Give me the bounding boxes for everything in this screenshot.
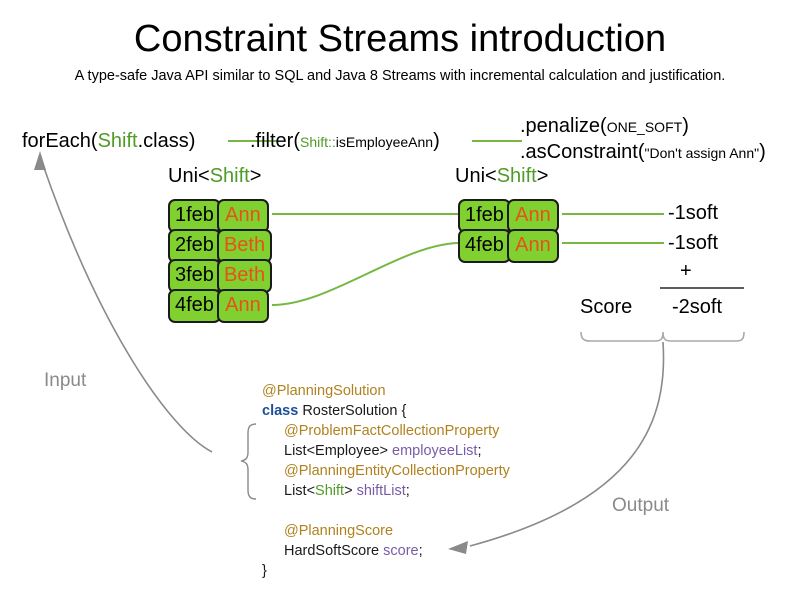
code-line: @ProblemFactCollectionProperty (262, 421, 510, 441)
uni-right-prefix: Uni< (455, 165, 497, 187)
api-foreach-prefix: forEach( (22, 130, 98, 152)
code-token: Shift (315, 483, 345, 499)
api-foreach: forEach(Shift.class) (22, 130, 195, 153)
sum-rule-divider (660, 287, 744, 289)
uni-left-prefix: Uni< (168, 165, 210, 187)
fact-employee-cell: Ann (216, 289, 269, 323)
code-token: List<Employee> (284, 443, 393, 459)
api-filter-type: Shift:: (300, 134, 336, 150)
uni-label-right: Uni<Shift> (455, 165, 548, 188)
fact-employee-cell: Ann (506, 199, 559, 233)
page-subtitle: A type-safe Java API similar to SQL and … (74, 68, 726, 84)
input-label: Input (44, 370, 87, 391)
input-arrow-head (34, 151, 46, 170)
fact-employee-cell: Ann (506, 229, 559, 263)
code-token: @ProblemFactCollectionProperty (284, 423, 500, 439)
penalty-value-2: -1soft (668, 232, 719, 254)
page-title: Constraint Streams introduction (133, 18, 667, 60)
code-line: List<Employee> employeeList; (262, 441, 510, 461)
fact-date-cell: 1feb (458, 199, 511, 233)
code-token: shiftList (356, 483, 406, 499)
code-token: ; (477, 443, 482, 459)
score-brace (580, 331, 745, 342)
code-line: @PlanningScore (262, 521, 510, 541)
code-token: RosterSolution { (298, 403, 407, 419)
fact-date-cell: 2feb (168, 229, 221, 263)
code-line: @PlanningEntityCollectionProperty (262, 461, 510, 481)
api-filter-prefix: .filter( (250, 130, 300, 152)
api-as-constraint: .asConstraint("Don't assign Ann") (520, 141, 766, 164)
code-line: HardSoftScore score; (262, 541, 510, 561)
code-token: > (344, 483, 357, 499)
uni-label-left: Uni<Shift> (168, 165, 261, 188)
api-filter: .filter(Shift::isEmployeeAnn) (250, 130, 440, 153)
fact-connector-4feb (271, 242, 459, 306)
code-line: class RosterSolution { (262, 401, 510, 421)
fact-employee-cell: Ann (216, 199, 269, 233)
api-filter-method: isEmployeeAnn (335, 134, 434, 150)
fact-date-cell: 4feb (458, 229, 511, 263)
uni-left-suffix: > (249, 165, 262, 187)
output-label: Output (612, 495, 670, 516)
api-as-constraint-prefix: .asConstraint( (520, 141, 645, 163)
code-token: @PlanningScore (284, 523, 394, 539)
code-token: } (262, 563, 267, 579)
fact-employee-cell: Beth (216, 259, 273, 293)
code-line (262, 501, 510, 521)
api-as-constraint-suffix: ) (759, 141, 766, 163)
code-token: ; (418, 543, 423, 559)
api-foreach-suffix: .class) (137, 130, 196, 152)
code-token: ; (405, 483, 410, 499)
score-total: -2soft (672, 296, 723, 318)
api-penalize-prefix: .penalize( (520, 115, 607, 137)
code-line: @PlanningSolution (262, 381, 510, 401)
fact-date-cell: 4feb (168, 289, 221, 323)
code-token: class (262, 403, 299, 419)
code-line: } (262, 561, 510, 581)
java-code-block: @PlanningSolution class RosterSolution { @… (262, 381, 510, 581)
fact-employee-cell: Beth (216, 229, 273, 263)
penalty-value-1: -1soft (668, 202, 719, 224)
uni-right-suffix: > (536, 165, 549, 187)
code-token: @PlanningEntityCollectionProperty (284, 463, 510, 479)
code-token: score (383, 543, 419, 559)
fields-brace (240, 423, 257, 500)
score-label: Score (580, 296, 633, 318)
fact-date-cell: 1feb (168, 199, 221, 233)
code-token: HardSoftScore (284, 543, 384, 559)
uni-left-type: Shift (209, 165, 250, 187)
api-penalize-suffix: ) (682, 115, 689, 137)
api-as-constraint-argument: "Don't assign Ann" (644, 145, 760, 161)
fact-date-cell: 3feb (168, 259, 221, 293)
api-foreach-type: Shift (97, 130, 138, 152)
code-token: @PlanningSolution (262, 383, 386, 399)
sum-operator: + (680, 260, 692, 282)
code-token (284, 503, 288, 519)
uni-right-type: Shift (496, 165, 537, 187)
api-penalize-argument: ONE_SOFT (606, 119, 683, 135)
code-token: List< (284, 483, 316, 499)
api-penalize: .penalize(ONE_SOFT) (520, 115, 689, 138)
code-line: List<Shift> shiftList; (262, 481, 510, 501)
api-filter-suffix: ) (433, 130, 440, 152)
code-token: employeeList (392, 443, 478, 459)
